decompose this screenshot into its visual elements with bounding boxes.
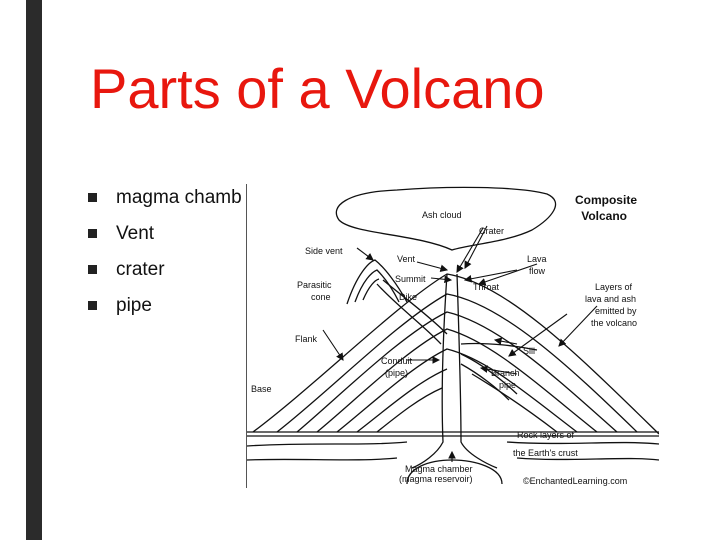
label-branch-pipe: Branch [491,368,520,378]
label-magma-chamber-2: (magma reservoir) [399,474,473,484]
bullet-text: magma chamb [116,187,242,208]
label-magma-chamber: Magma chamber [405,464,473,474]
copyright-text: ©EnchantedLearning.com [523,476,627,486]
label-lava-flow: Lava [527,254,547,264]
label-layers-3: emitted by [595,306,637,316]
volcano-diagram-svg: Composite Volcano Ash cloud Crater Side … [246,186,660,486]
bullet-text: crater [116,259,165,280]
label-rock-layers: Rock layers of [517,430,575,440]
square-bullet-icon [88,265,97,274]
label-parasitic-cone: Parasitic [297,280,332,290]
label-ash-cloud: Ash cloud [422,210,462,220]
bullet-item: Vent [88,216,242,252]
label-conduit-2: (pipe) [385,368,408,378]
volcano-diagram: Composite Volcano Ash cloud Crater Side … [246,184,660,488]
label-branch-pipe-2: pipe [499,380,516,390]
square-bullet-icon [88,301,97,310]
bullet-text: Vent [116,223,155,244]
label-throat: Throat [473,282,500,292]
label-vent: Vent [397,254,416,264]
label-layers-4: the volcano [591,318,637,328]
label-lava-flow-2: flow [529,266,546,276]
bullet-list: magma chamb Vent crater pipe [88,180,242,324]
label-layers-2: lava and ash [585,294,636,304]
conduit-pipe [411,273,448,469]
bullet-text: pipe [116,295,152,316]
label-crater: Crater [479,226,504,236]
diagram-title-line1: Composite [575,193,637,207]
bullet-item: pipe [88,288,242,324]
label-parasitic-cone-2: cone [311,292,331,302]
diagram-title-line2: Volcano [581,209,627,223]
bullet-item: magma chamb [88,180,242,216]
label-layers: Layers of [595,282,633,292]
left-accent-bar [26,0,42,540]
label-flank: Flank [295,334,318,344]
ash-cloud-shape [335,186,557,251]
bullet-item: crater [88,252,242,288]
label-summit: Summit [395,274,426,284]
square-bullet-icon [88,193,97,202]
label-sill: Sill [523,346,535,356]
slide-title: Parts of a Volcano [90,57,545,120]
square-bullet-icon [88,229,97,238]
label-conduit: Conduit [381,356,413,366]
label-base: Base [251,384,272,394]
label-side-vent: Side vent [305,246,343,256]
label-dike: Dike [399,292,417,302]
label-rock-layers-2: the Earth's crust [513,448,578,458]
parasitic-cone [346,259,408,305]
